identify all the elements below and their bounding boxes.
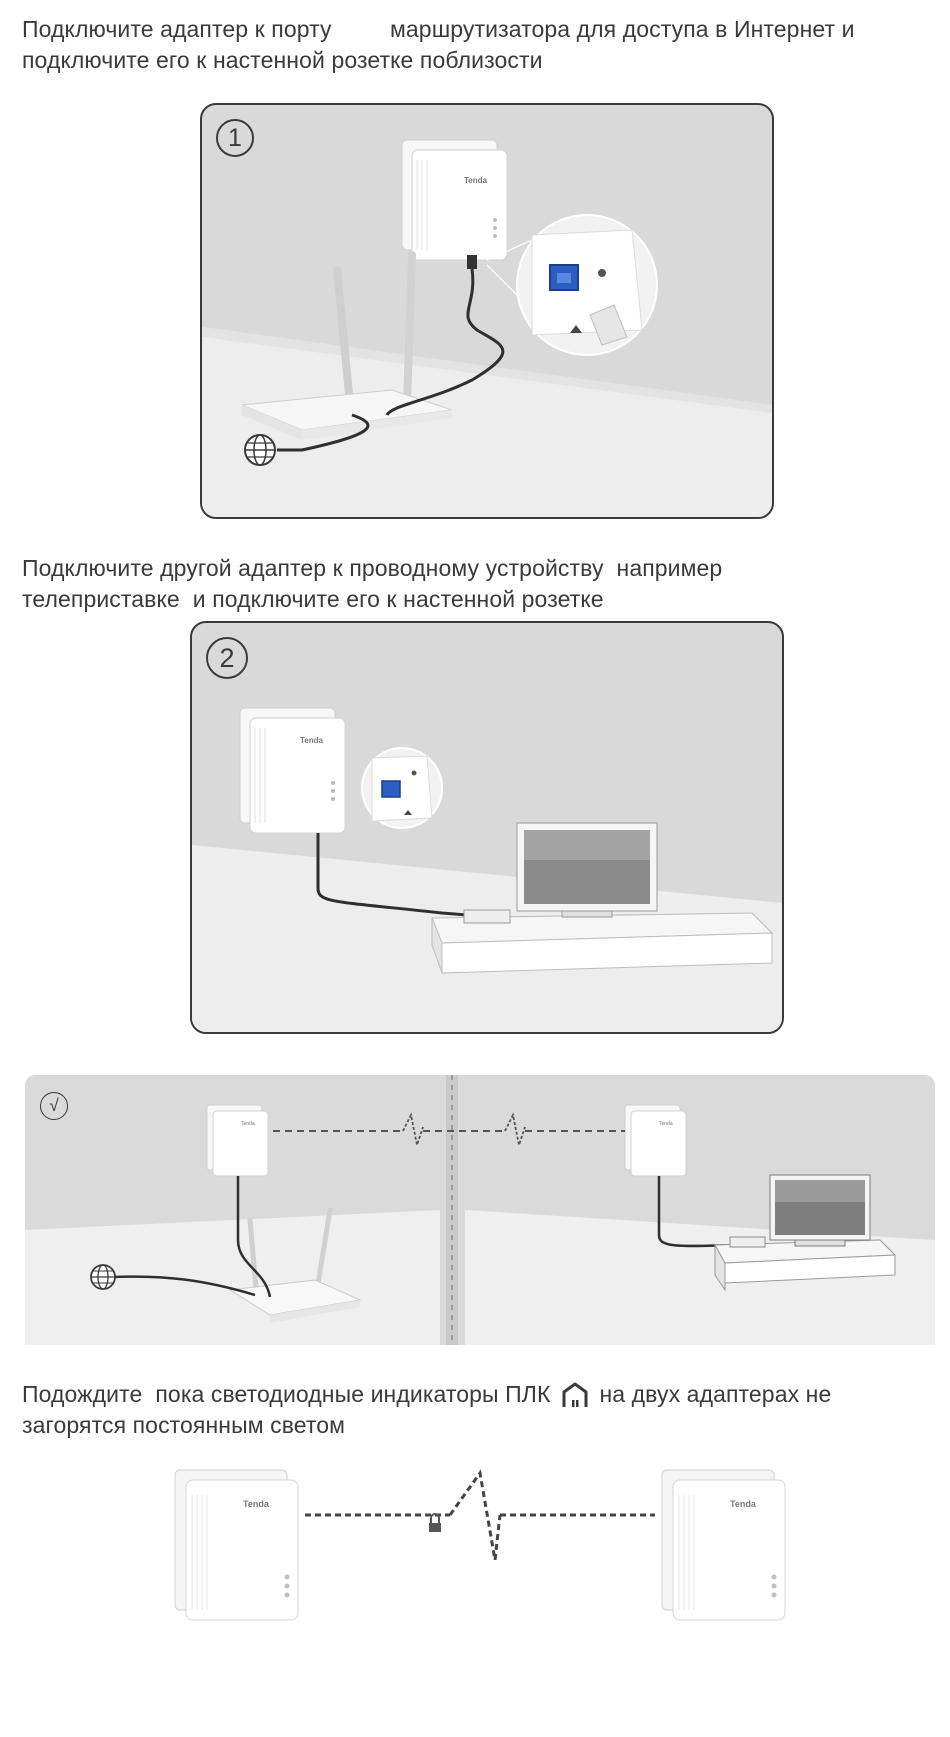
step1-line2: подключите его к настенной розетке побли… [22,47,543,73]
globe-icon [244,434,276,466]
step2-line1: Подключите другой адаптер к проводному у… [22,555,723,581]
step4-line2: загорятся постоянным светом [22,1412,346,1438]
step2-illustration: Tenda 2 [190,621,784,1034]
powerline-adapter-2: Tenda [239,707,346,834]
signal-zigzag-icon [448,1469,502,1561]
step4-line1-before: Подождите пока светодиодные индикаторы П… [22,1381,557,1407]
left-adapter: Tenda [206,1104,269,1177]
adapter-brand: Tenda [243,1499,270,1509]
adapter-right: Tenda [661,1469,786,1621]
television [516,822,658,918]
adapter-left: Tenda [174,1469,299,1621]
step1-scene: Tenda [202,139,772,517]
check-mark-badge: √ [40,1092,68,1120]
step4-line1-after: на двух адаптерах не [592,1381,832,1407]
adapter-brand: Tenda [464,176,488,185]
signal-zigzag-icon [402,1112,424,1149]
led-sync-illustration: Tenda Tenda [150,1465,800,1635]
set-top-box [729,1236,766,1248]
step2-scene: Tenda [192,707,782,1032]
step1-line1: Подключите адаптер к порту маршрутизатор… [22,16,855,42]
tv-stand [431,912,774,974]
lock-icon [429,1513,441,1532]
adapter-brand: Tenda [659,1121,673,1127]
powerline-adapter-1: Tenda [401,139,508,269]
step1-illustration: Tenda [200,103,774,519]
connection-result-illustration: Tenda Tenda [25,1075,935,1345]
port-zoom-circle [516,214,658,356]
home-led-icon [562,1382,588,1407]
right-adapter: Tenda [624,1104,687,1177]
result-scene: Tenda Tenda [25,1075,935,1345]
step2-instruction: Подключите другой адаптер к проводному у… [22,553,932,615]
set-top-box [463,909,511,924]
adapter-brand: Tenda [730,1499,757,1509]
step1-instruction: Подключите адаптер к порту маршрутизатор… [22,14,932,76]
adapter-brand: Tenda [241,1121,255,1127]
step2-line2: телеприставке и подключите его к настенн… [22,586,604,612]
step-number-1: 1 [216,119,254,157]
adapter-brand: Tenda [300,736,324,745]
port-zoom-circle [361,747,443,829]
router [241,251,453,440]
globe-icon [90,1264,116,1290]
signal-zigzag-icon [504,1112,526,1149]
step-number-2: 2 [206,637,248,679]
step4-instruction: Подождите пока светодиодные индикаторы П… [22,1379,932,1441]
led-sync-scene: Tenda Tenda [174,1469,786,1621]
television [769,1174,871,1247]
router [228,1207,362,1323]
